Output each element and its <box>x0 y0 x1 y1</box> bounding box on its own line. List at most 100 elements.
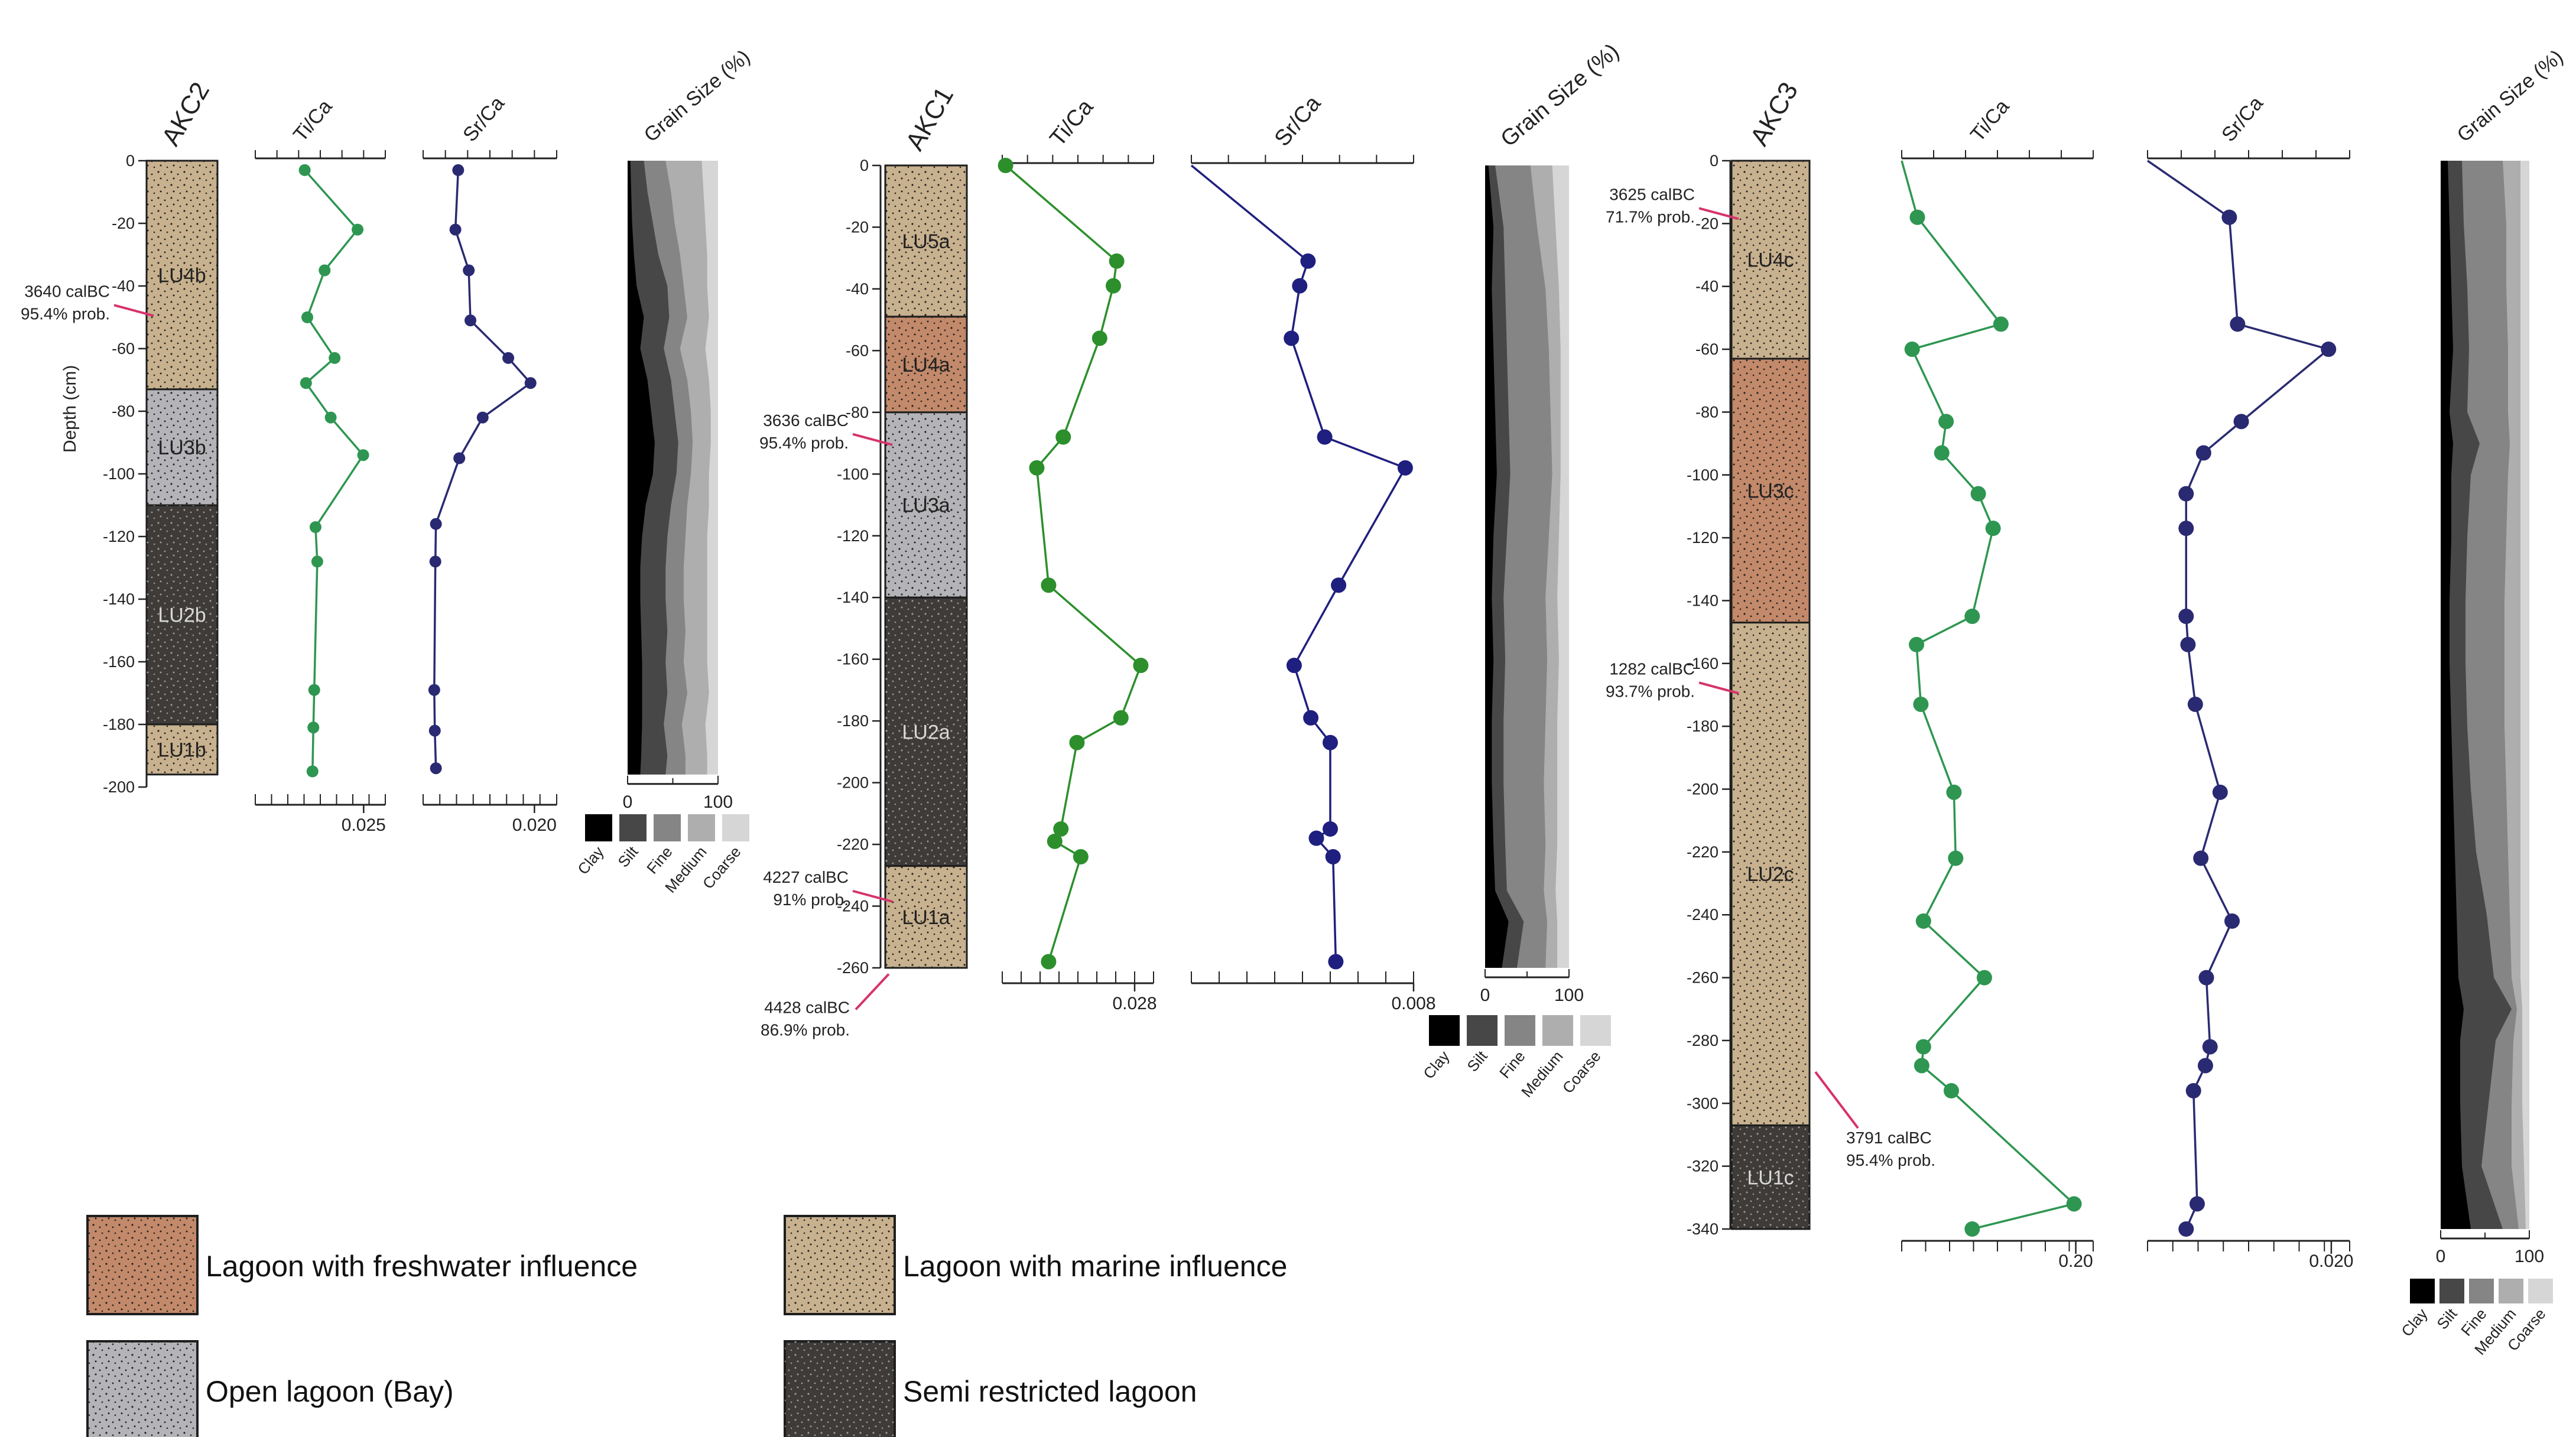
ti-ca-point <box>1909 636 1925 652</box>
grain-class-swatch-medium <box>2499 1279 2523 1303</box>
grain-class-swatch-clay <box>2410 1279 2435 1303</box>
lithology-unit-label: LU5a <box>902 230 950 253</box>
sr-ca-point <box>2178 609 2194 625</box>
date-marker-line <box>1698 207 1739 220</box>
lithology-unit-label: LU1a <box>902 906 950 929</box>
legend-swatch-texture <box>785 1341 895 1437</box>
ti-ca-point <box>1913 696 1929 712</box>
depth-tick-label: -160 <box>1687 655 1719 672</box>
ti-ca-point <box>1909 209 1925 225</box>
depth-tick-label: -180 <box>837 712 869 730</box>
sr-ca-title: Sr/Ca <box>1270 91 1326 151</box>
date-marker-line <box>852 433 893 446</box>
ti-ca-point <box>1055 429 1071 445</box>
ti-ca-point <box>1106 278 1121 294</box>
panel-akc1: 0-20-40-60-80-100-120-140-160-180-200-22… <box>759 39 1624 1101</box>
depth-tick-label: -260 <box>837 959 869 977</box>
sr-ca-point <box>2321 342 2337 357</box>
depth-tick-label: -260 <box>1687 969 1719 987</box>
depth-tick-label: -80 <box>1695 403 1719 421</box>
sr-ca-point <box>2185 1083 2201 1099</box>
ti-ca-point <box>1133 658 1149 674</box>
legend-swatch-texture <box>87 1341 197 1437</box>
grain-class-swatch-silt <box>2439 1279 2464 1303</box>
lithology-unit-label: LU3a <box>902 495 950 517</box>
sr-ca-point <box>1328 954 1344 970</box>
ti-ca-point <box>1985 521 2001 537</box>
sr-ca-point <box>1325 848 1341 864</box>
sr-ca-point <box>1292 278 1308 294</box>
ti-ca-point <box>352 223 364 236</box>
lithology-unit-label: LU2b <box>158 604 206 627</box>
grain-class-swatch-clay <box>585 814 612 841</box>
depth-tick-label: -100 <box>837 465 869 483</box>
grain-class-swatch-fine <box>1505 1015 1535 1046</box>
sr-ca-point <box>502 352 515 364</box>
grain-class-label: Medium <box>1518 1048 1566 1101</box>
sr-ca-point <box>2197 1058 2213 1074</box>
ti-ca-point <box>1946 784 1962 800</box>
date-label: 3636 calBC <box>763 411 849 430</box>
grain-class-label: Fine <box>1496 1048 1528 1082</box>
grain-class-label: Clay <box>574 843 607 878</box>
panel-akc2: 0-20-40-60-80-100-120-140-160-180-200Dep… <box>21 45 754 896</box>
sr-ca-point <box>430 518 442 530</box>
sr-ca-point <box>453 452 466 464</box>
date-label: 95.4% prob. <box>759 434 849 452</box>
ti-ca-point <box>1904 342 1920 357</box>
sr-ca-point <box>449 223 462 236</box>
depth-tick-label: -140 <box>837 589 869 606</box>
date-label: 3791 calBC <box>1846 1129 1932 1147</box>
date-label: 1282 calBC <box>1609 659 1695 678</box>
ti-ca-point <box>1976 970 1992 986</box>
lithology-unit-texture <box>1732 1125 1810 1229</box>
lithology-unit-label: LU3b <box>158 437 206 459</box>
ti-ca-point <box>1041 954 1057 970</box>
ti-ca-series-line <box>304 169 365 772</box>
lithology-unit-texture <box>1732 161 1810 359</box>
depth-tick-label: -180 <box>1687 717 1719 735</box>
sr-ca-point <box>2224 913 2240 929</box>
depth-tick-label: -60 <box>112 340 135 357</box>
sr-ca-point <box>2193 850 2209 866</box>
sr-ca-point <box>428 684 440 696</box>
grain-size-tick-label: 100 <box>2515 1247 2544 1266</box>
sr-ca-point <box>452 164 464 176</box>
grain-size-tick-label: 0 <box>1480 986 1490 1005</box>
depth-tick-label: -200 <box>103 778 135 796</box>
depth-tick-label: -240 <box>1687 906 1719 924</box>
depth-tick-label: -120 <box>1687 529 1719 547</box>
sr-ca-point <box>2221 209 2237 225</box>
ti-ca-point <box>300 377 312 389</box>
depth-tick-label: -100 <box>103 465 135 483</box>
lithology-unit-label: LU1c <box>1747 1166 1794 1189</box>
date-label: 95.4% prob. <box>21 304 110 323</box>
grain-size-area-clay <box>2441 161 2471 1229</box>
lithology-unit-texture <box>885 597 967 866</box>
sr-ca-point <box>2230 316 2246 332</box>
lithology-unit-label: LU4b <box>158 264 206 287</box>
depth-tick-label: -200 <box>837 774 869 792</box>
ti-ca-point <box>306 765 319 778</box>
sr-ca-point <box>2198 970 2214 986</box>
ti-ca-point <box>319 264 331 277</box>
sr-ca-point <box>2202 1039 2218 1055</box>
depth-tick-label: -220 <box>1687 843 1719 861</box>
lithology-unit-texture <box>885 165 967 317</box>
lithology-unit-texture <box>147 505 217 724</box>
grain-class-swatch-medium <box>688 814 715 841</box>
grain-size-tick-label: 100 <box>703 792 733 812</box>
depth-tick-label: -120 <box>837 527 869 545</box>
ti-ca-point <box>1948 850 1964 866</box>
date-label: 4428 calBC <box>764 998 850 1016</box>
lithology-unit-label: LU4a <box>902 354 950 376</box>
date-marker-line <box>852 889 893 903</box>
grain-size-tick-label: 0 <box>623 792 633 812</box>
ti-ca-point <box>1964 609 1980 625</box>
grain-size-area-clay <box>1485 165 1509 968</box>
grain-class-swatch-silt <box>1467 1015 1497 1046</box>
legend-swatch-texture <box>785 1216 895 1314</box>
sr-ca-tick-label: 0.020 <box>2309 1251 2353 1271</box>
sr-ca-point <box>1303 710 1319 726</box>
